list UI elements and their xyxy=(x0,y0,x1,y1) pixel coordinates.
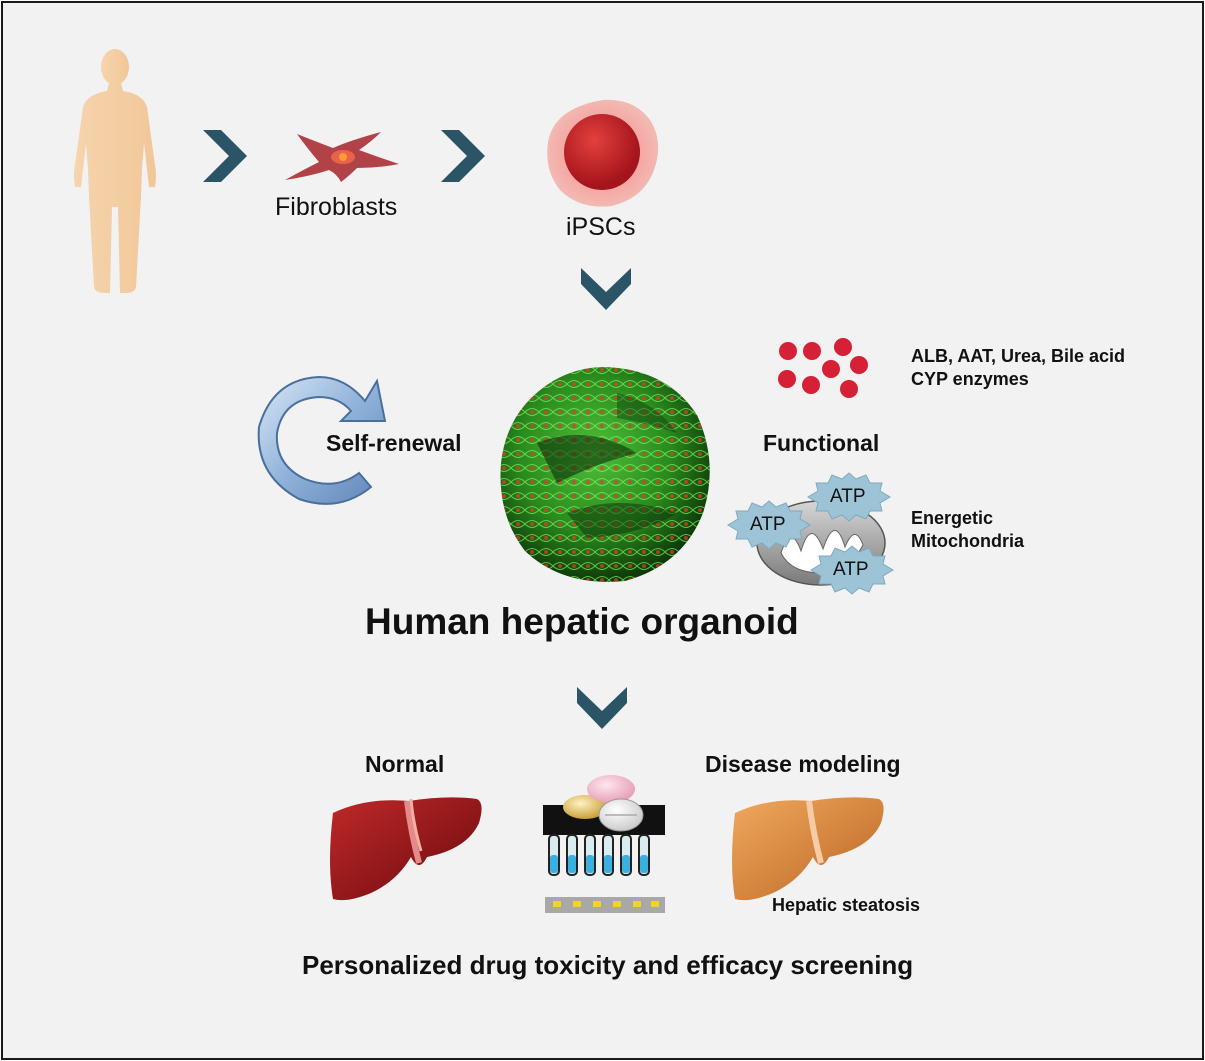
disease-modeling-label: Disease modeling xyxy=(705,751,901,777)
atp-cloud-icon xyxy=(727,500,811,550)
normal-liver-icon xyxy=(330,797,482,901)
atp-cloud-icon xyxy=(810,545,894,595)
organoid-image xyxy=(500,367,710,582)
hepatic-steatosis-label: Hepatic steatosis xyxy=(772,895,921,915)
steatosis-liver-icon xyxy=(732,797,884,901)
atp-cloud-icon xyxy=(807,472,891,522)
secreted-proteins-icon xyxy=(778,338,868,398)
energetic-line1: Energetic xyxy=(911,508,994,528)
markers-line2: CYP enzymes xyxy=(911,369,1029,389)
circular-arrow-icon xyxy=(257,375,387,505)
markers-line1: ALB, AAT, Urea, Bile acid xyxy=(911,346,1126,366)
chevron-down-icon xyxy=(581,268,631,310)
energetic-line2: Mitochondria xyxy=(911,531,1024,551)
self-renewal-label: Self-renewal xyxy=(326,430,462,456)
atp-label: ATP xyxy=(750,514,786,535)
functional-label: Functional xyxy=(763,430,880,456)
atp-label: ATP xyxy=(830,486,866,507)
drug-screening-plate-icon xyxy=(543,775,665,913)
ipscs-label: iPSCs xyxy=(566,213,636,241)
organoid-title: Human hepatic organoid xyxy=(365,601,799,642)
normal-label: Normal xyxy=(365,751,445,777)
fibroblasts-label: Fibroblasts xyxy=(275,193,398,221)
ipsc-cell-icon xyxy=(547,99,659,207)
screening-caption: Personalized drug toxicity and efficacy … xyxy=(302,950,914,980)
chevron-right-icon xyxy=(441,130,485,182)
chevron-down-icon xyxy=(577,687,627,729)
chevron-right-icon xyxy=(203,130,247,182)
human-silhouette-icon xyxy=(74,49,156,293)
atp-label: ATP xyxy=(833,559,869,580)
fibroblast-cell-icon xyxy=(285,132,399,182)
